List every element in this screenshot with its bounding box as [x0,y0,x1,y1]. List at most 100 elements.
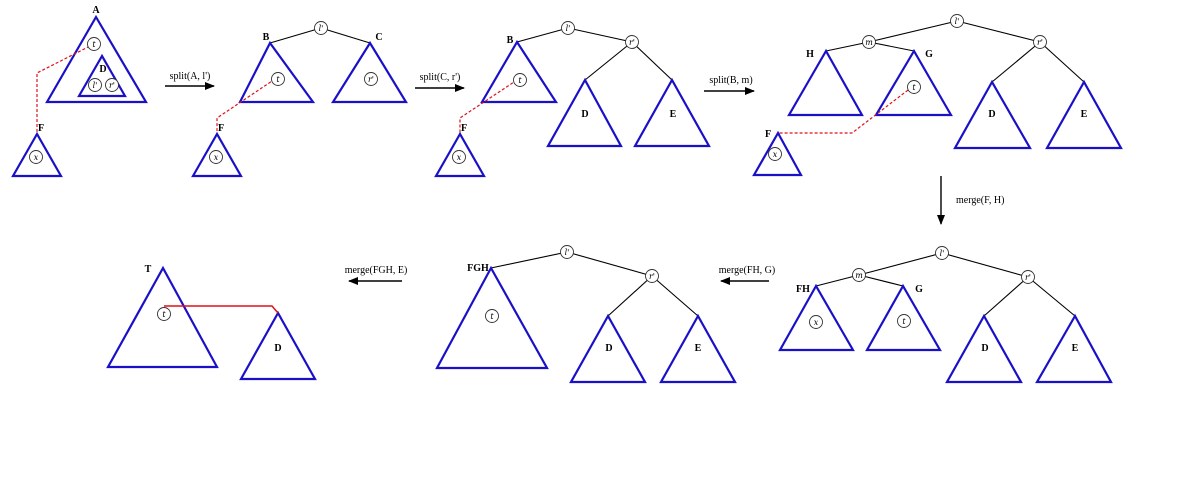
node-l-label: l' [955,17,960,26]
node-t-label: t [912,83,916,92]
triangle-D [945,313,1023,384]
edge [815,274,860,287]
node-t-label: t [490,312,494,321]
node-m [852,268,866,282]
op-merge-F-H: merge(F, H) [956,195,1004,206]
node-m-label: m [865,38,873,47]
triangle-E [1035,313,1113,384]
edge [1027,276,1076,317]
edge [631,41,673,81]
node-t-label: t [162,310,166,319]
label-F: F [38,123,44,134]
node-r [364,72,378,86]
node-l-label: l' [566,24,571,33]
node-t [87,37,101,51]
node-t-label: t [92,40,96,49]
edge [269,27,322,44]
op-merge-FH-G: merge(FH, G) [719,265,775,276]
label-E: E [1081,109,1088,120]
triangle-D [953,79,1032,150]
node-l [560,245,574,259]
node-t-label: t [276,75,280,84]
op-split-A: split(A, l') [170,71,211,82]
node-t [157,307,171,321]
edge [320,27,371,44]
cut-path [36,43,95,134]
triangle-D [546,77,623,148]
edge [825,41,870,52]
node-r [645,269,659,283]
edge [607,275,653,317]
label-FH: FH [796,284,810,295]
node-r [1033,35,1047,49]
node-x [452,150,466,164]
edge [858,252,943,276]
edge [983,276,1029,317]
node-t [513,73,527,87]
cut-path [459,79,518,134]
edge [651,275,699,317]
triangle-D [239,310,317,381]
node-r-label: r' [649,272,655,281]
triangle-E [1045,79,1123,150]
edge [1039,41,1085,83]
node-x-label: x [814,318,819,327]
node-l [561,21,575,35]
triangle-F [191,131,243,178]
triangle-F [11,131,63,178]
triangle-D-inner [77,53,127,98]
edge [868,41,915,52]
label-FGH: FGH [467,263,489,274]
node-x [768,147,782,161]
node-m-label: m [855,271,863,280]
label-E: E [1072,343,1079,354]
node-l-label: l' [940,249,945,258]
triangle-A [45,14,148,104]
node-m [862,35,876,49]
node-l-label: l' [319,24,324,33]
node-l [314,21,328,35]
op-merge-FGH-E: merge(FGH, E) [345,265,408,276]
stage-1-initial: A D t l' r' F x [11,5,148,178]
edge [566,251,653,277]
triangle-H [787,48,864,117]
node-x-label: x [457,153,462,162]
node-l-label: l' [565,248,570,257]
node-r [625,35,639,49]
label-B: B [507,35,514,46]
merge-path [164,305,279,314]
triangle-FGH [435,265,549,370]
node-r-label: r' [1037,38,1043,47]
stage-3: l' B r' D E t F x [434,21,711,178]
label-D: D [605,343,612,354]
label-H: H [806,49,814,60]
node-t [485,309,499,323]
label-G: G [925,49,933,60]
edge [516,27,569,43]
node-x-label: x [34,153,39,162]
node-l [950,14,964,28]
triangle-E [659,313,737,384]
node-x [209,150,223,164]
node-x [29,150,43,164]
node-t-label: t [518,76,522,85]
triangle-B [238,40,316,104]
label-B: B [263,32,270,43]
edge [941,252,1029,278]
edge [567,27,633,43]
stage-6: l' FGH t r' D E [435,245,737,384]
label-C: C [375,32,382,43]
node-t-label: t [902,317,906,326]
node-r-label: r' [1025,273,1031,282]
node-l-label: l' [93,81,98,90]
node-r [1021,270,1035,284]
label-A: A [92,5,100,16]
label-E: E [670,109,677,120]
op-split-C: split(C, r') [420,72,461,83]
triangle-B [480,39,559,104]
label-G: G [915,284,923,295]
cut-path [778,86,913,134]
triangle-G [865,283,942,352]
node-x-label: x [773,150,778,159]
edge [490,251,568,269]
